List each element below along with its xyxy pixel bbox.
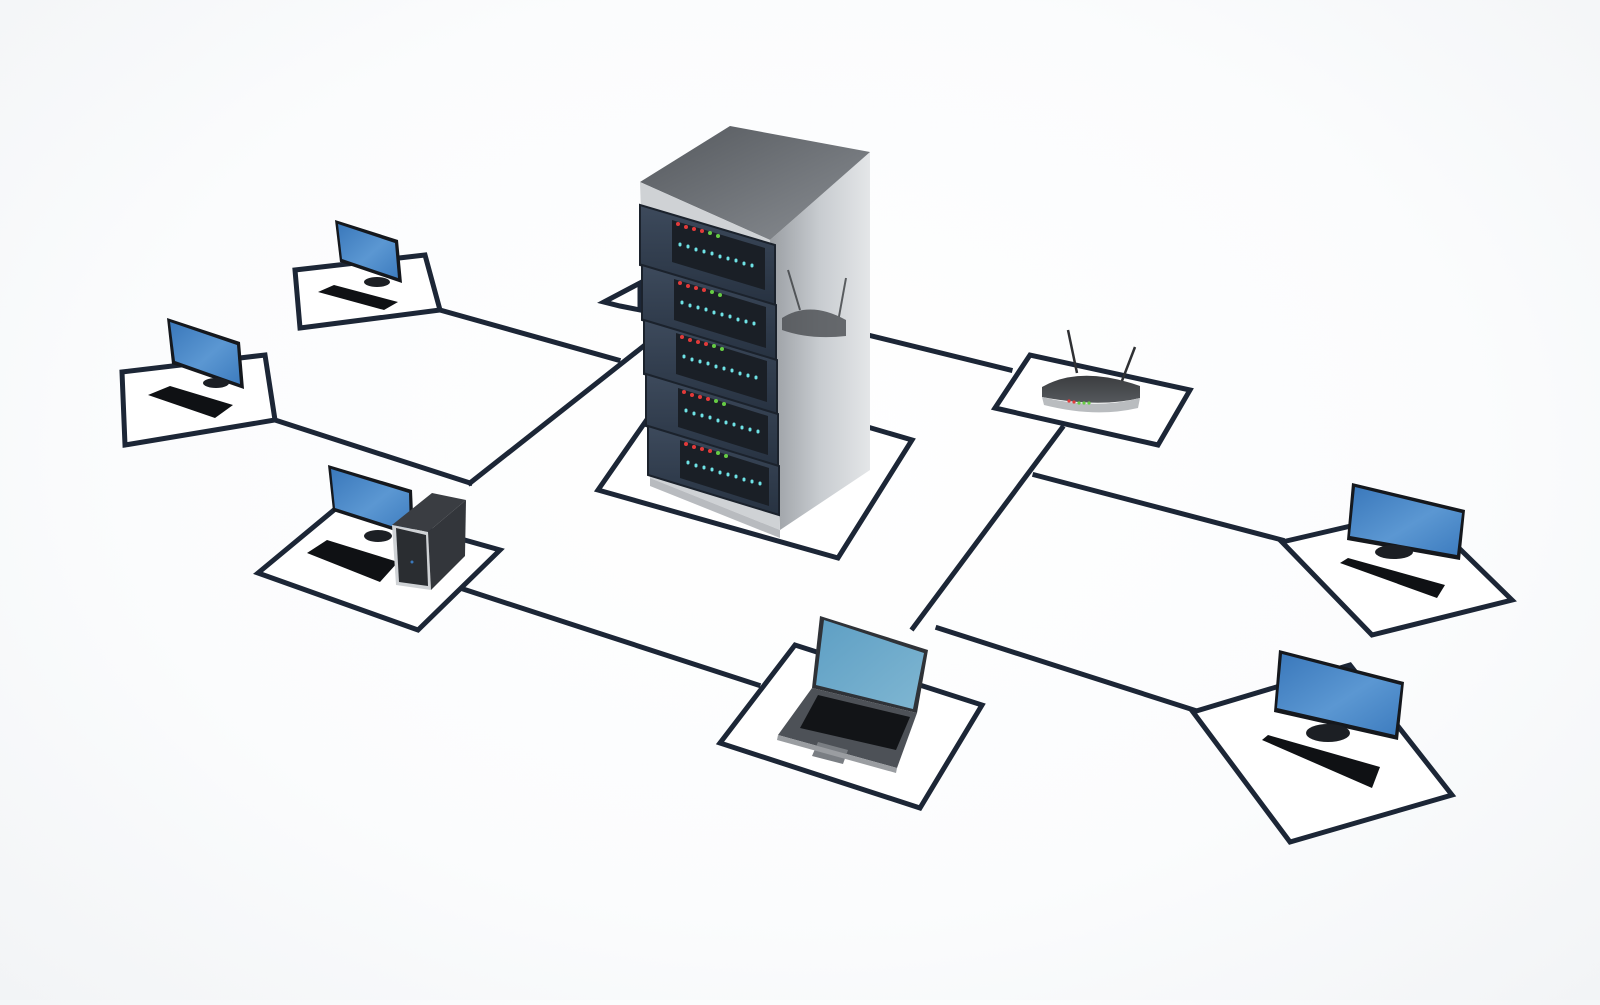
laptop-icon: [777, 616, 928, 773]
desktop-monitor-icon-top-left: [318, 220, 402, 310]
wireless-router-icon: [1042, 329, 1140, 413]
link-workstation-laptop: [456, 584, 762, 689]
pad-server-behind: [597, 278, 643, 314]
server-rack-icon: [639, 126, 870, 538]
network-links: [271, 306, 1286, 716]
pad-pc-top-left: [292, 252, 444, 331]
link-pc-top-left-server: [436, 306, 622, 364]
desktop-monitor-icon-right: [1340, 483, 1465, 598]
link-laptop-pc-bottom-right: [934, 624, 1204, 716]
link-pc-left-workstation: [271, 416, 474, 487]
desktop-tower-icon: [307, 465, 466, 590]
desktop-monitor-icon-bottom-right: [1262, 650, 1404, 788]
link-router-laptop: [909, 424, 1066, 632]
desktop-monitor-icon-left: [148, 318, 244, 418]
link-router-pc-right: [1031, 471, 1286, 544]
link-server-router: [864, 331, 1014, 374]
link-workstation-server: [466, 341, 649, 487]
